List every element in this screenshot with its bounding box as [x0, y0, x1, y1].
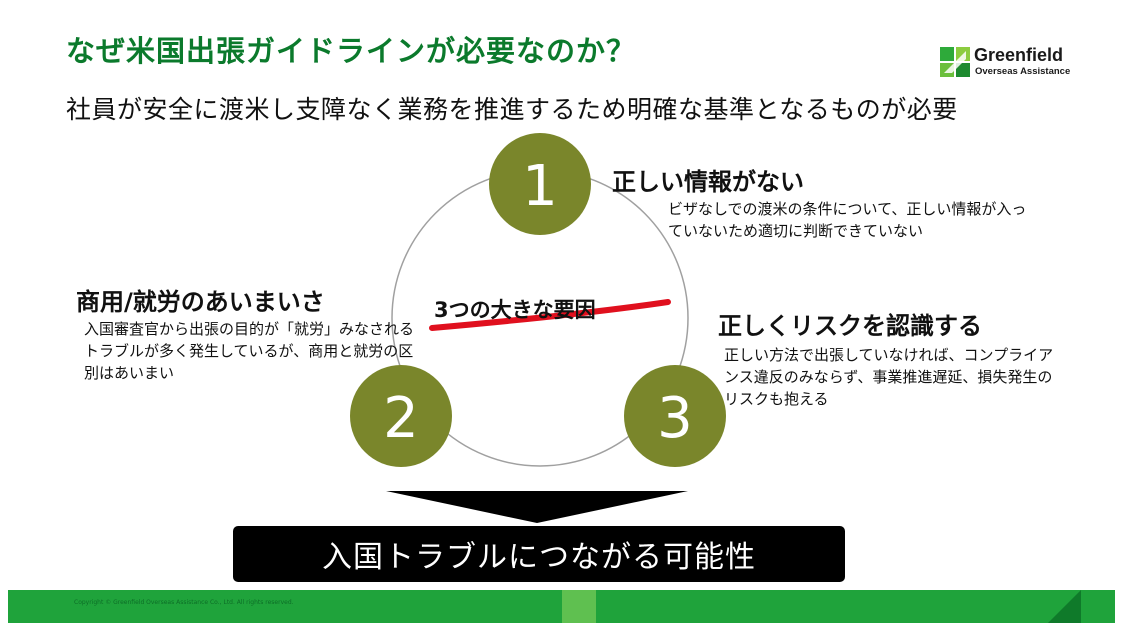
factor-description-2: 入国審査官から出張の目的が「就労」みなされるトラブルが多く発生しているが、商用と… [84, 320, 415, 382]
down-arrow-icon [386, 491, 688, 523]
factor-number-3: 3 [657, 386, 693, 451]
center-label: 3つの大きな要因 [434, 298, 596, 322]
company-logo: Greenfield Overseas Assistance [940, 45, 1080, 79]
factor-heading-3: 正しくリスクを認識する [718, 312, 982, 340]
factor-circle-2: 2 [350, 365, 452, 467]
factor-description-1: ビザなしでの渡米の条件について、正しい情報が入っていないため適切に判断できていな… [668, 200, 1027, 240]
factor-number-1: 1 [522, 154, 558, 219]
logo-name: Greenfield [974, 45, 1064, 65]
factor-description-3: 正しい方法で出張していなければ、コンプライアンス違反のみならず、事業推進遅延、損… [724, 346, 1054, 408]
footer-corner-triangle [1048, 590, 1081, 623]
logo-subtitle: Overseas Assistance [975, 66, 1071, 77]
copyright-text: Copyright © Greenfield Overseas Assistan… [74, 599, 294, 606]
slide-title: なぜ米国出張ガイドラインが必要なのか？ [66, 34, 637, 68]
factor-heading-1: 正しい情報がない [612, 168, 804, 196]
result-box: 入国トラブルにつながる可能性 [233, 526, 845, 582]
factor-number-2: 2 [383, 386, 419, 451]
red-underline-stroke [429, 299, 671, 331]
slide-subtitle: 社員が安全に渡米し支障なく業務を推進するため明確な基準となるものが必要 [66, 95, 958, 124]
greenfield-logo-icon [940, 47, 970, 77]
footer-accent [562, 590, 596, 623]
factor-circle-1: 1 [489, 133, 591, 235]
footer-bar [8, 590, 1115, 623]
factor-circle-3: 3 [624, 365, 726, 467]
factor-heading-2: 商用/就労のあいまいさ [76, 288, 325, 316]
